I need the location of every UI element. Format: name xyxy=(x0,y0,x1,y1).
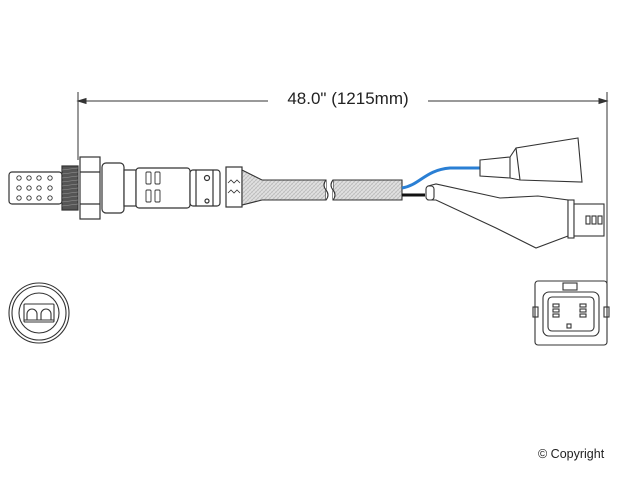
blue-wire-terminal xyxy=(479,137,583,183)
length-dimension-label: 48.0" (1215mm) xyxy=(268,88,428,110)
braided-cable xyxy=(241,169,403,206)
connector-end-view xyxy=(532,280,610,346)
sensor-end-view xyxy=(8,282,70,344)
sensor-body xyxy=(8,156,243,220)
wires xyxy=(401,166,480,197)
dimension-line xyxy=(76,92,609,285)
copyright-notice: © Copyright xyxy=(538,447,605,461)
connector-boot xyxy=(425,183,605,249)
